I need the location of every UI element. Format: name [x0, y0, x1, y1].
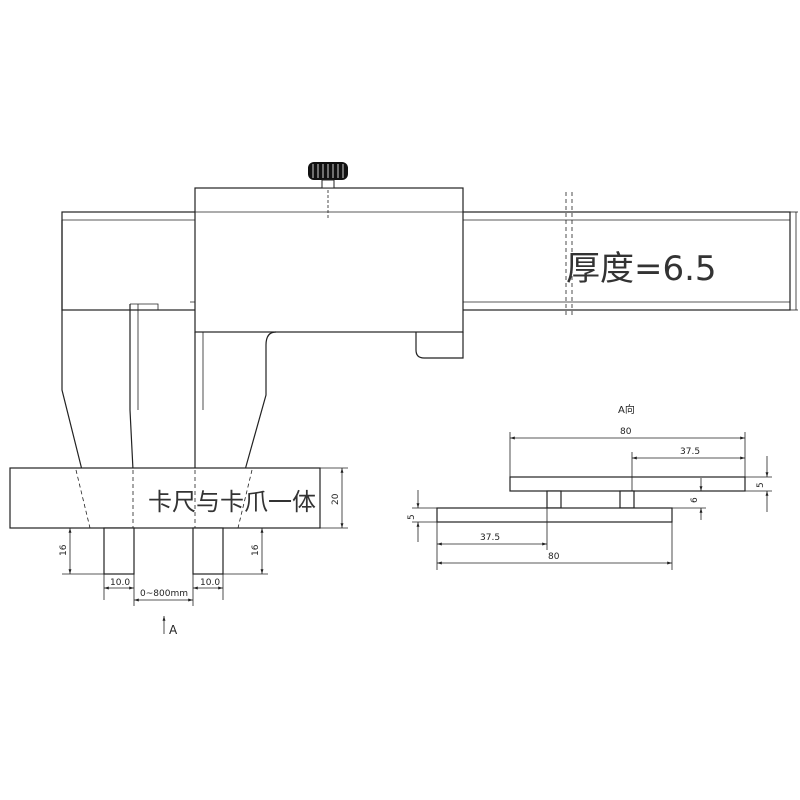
dim-left-leg-height: 16	[59, 544, 69, 556]
view-a-arrow: A	[162, 616, 178, 637]
dim-top-offset: 37.5	[680, 447, 700, 457]
top-plate	[509, 476, 746, 492]
dim-top-thickness: 5	[756, 482, 766, 488]
dim-base-height: 20	[331, 493, 341, 505]
base-label: 卡尺与卡爪一体	[148, 488, 316, 516]
dim-range: 0~800mm	[140, 589, 188, 599]
bottom-plate	[436, 507, 673, 523]
view-a-title: A向	[618, 403, 635, 416]
dim-bottom-length: 80	[548, 552, 560, 562]
dim-bottom-thickness: 5	[407, 514, 417, 520]
right-leg	[192, 527, 224, 575]
view-arrow-label: A	[169, 623, 178, 637]
beam-label: 厚度=6.5	[566, 249, 717, 289]
right-post	[619, 490, 635, 509]
dim-bottom-offset: 37.5	[480, 533, 500, 543]
view-a: A向 80 37.5 5 6 5	[407, 403, 772, 570]
dim-right-leg-width: 10.0	[200, 578, 220, 588]
base-block	[9, 467, 321, 575]
dim-right-leg-height: 16	[251, 544, 261, 556]
fixed-jaw	[61, 220, 190, 471]
side-dimensions: 20 16 16 10.0 10.0 0~800mm	[59, 467, 348, 606]
dim-gap: 6	[690, 497, 700, 503]
left-leg	[103, 527, 135, 575]
dim-top-length: 80	[620, 427, 632, 437]
left-post	[546, 490, 562, 509]
sliding-jaw	[194, 187, 464, 471]
knurled-screw	[308, 162, 348, 218]
dim-left-leg-width: 10.0	[110, 578, 130, 588]
